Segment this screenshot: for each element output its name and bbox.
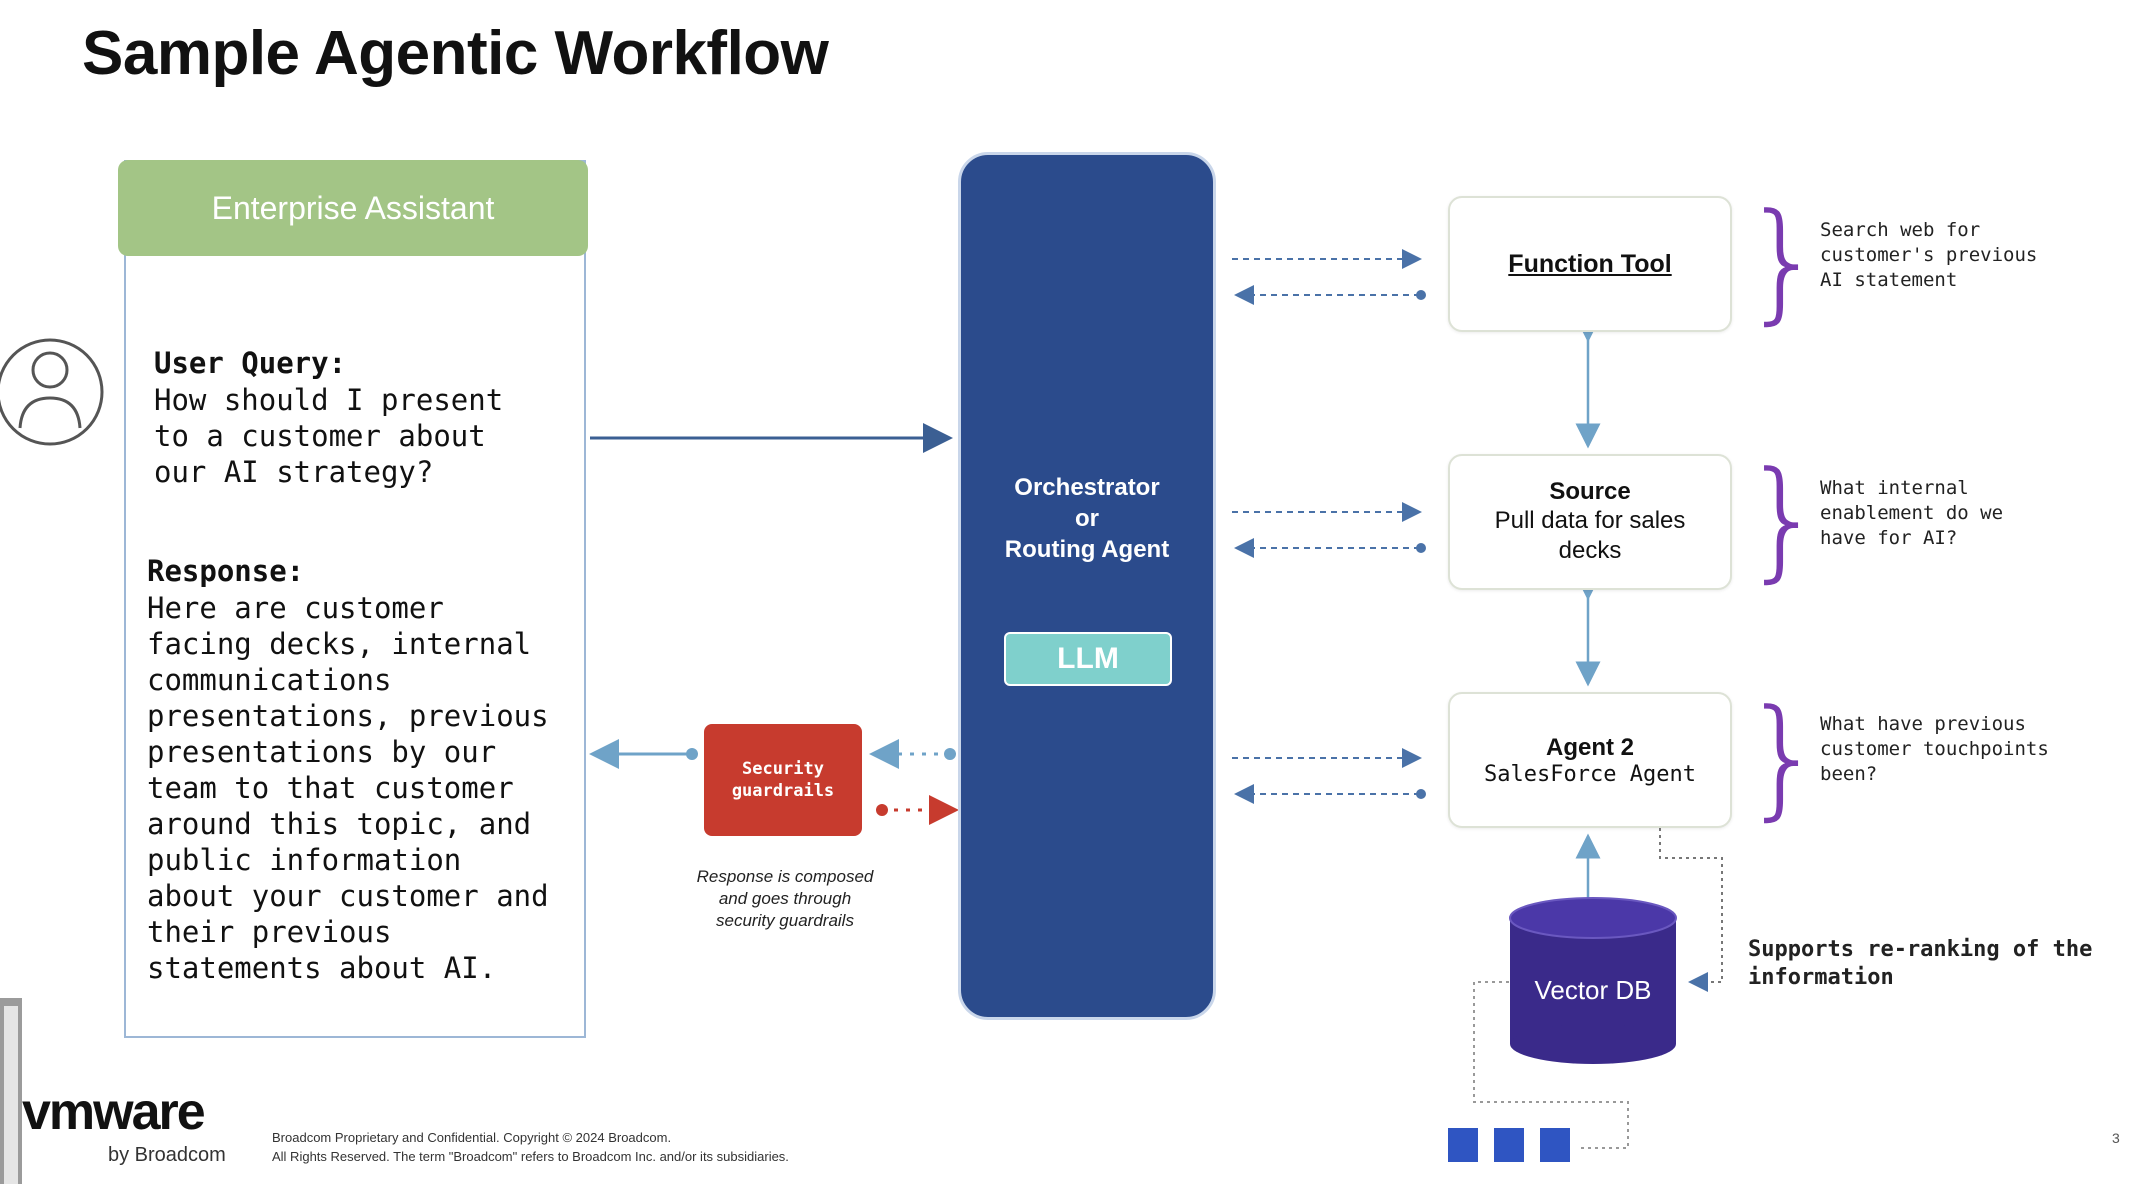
agent2-box: Agent 2 SalesForce Agent xyxy=(1448,692,1732,828)
source-box: Source Pull data for sales decks xyxy=(1448,454,1732,590)
function-to-orch-dot xyxy=(1416,290,1426,300)
user-query-label: User Query: xyxy=(154,346,347,380)
brace-icon-2: } xyxy=(1742,443,1825,595)
documents-loop xyxy=(1473,981,1629,1149)
security-guardrails-box: Security guardrails xyxy=(704,724,862,836)
orch-to-security-dot xyxy=(944,748,956,760)
security-to-orch-dot xyxy=(876,804,888,816)
orchestrator-label: Orchestrator or Routing Agent xyxy=(1004,474,1170,563)
document-stack-icon xyxy=(1448,1128,1570,1162)
note-reranking: Supports re-ranking of the information xyxy=(1748,937,2093,990)
source-to-orch-dot xyxy=(1416,543,1426,553)
note-agent2: What have previous customer touchpoints … xyxy=(1820,713,2049,785)
assistant-panel xyxy=(124,160,586,1038)
brace-icon-3: } xyxy=(1742,681,1825,833)
response-arrow-dot xyxy=(686,748,698,760)
agent2-subtitle: SalesForce Agent xyxy=(1484,761,1696,787)
llm-box: LLM xyxy=(1004,632,1172,686)
response-text: Here are customer facing decks, internal… xyxy=(147,591,549,985)
database-icon xyxy=(1509,897,1677,1064)
broadcom-logo-sub: by Broadcom xyxy=(108,1144,226,1166)
security-caption: Response is composed and goes through se… xyxy=(696,867,874,930)
agent2-title: Agent 2 xyxy=(1545,733,1634,761)
user-query-text: How should I present to a customer about… xyxy=(154,383,504,489)
vmware-logo: vmware xyxy=(22,1083,206,1141)
function-tool-label: Function Tool xyxy=(1508,249,1672,278)
page-number: 3 xyxy=(2112,1130,2120,1146)
reranking-loop xyxy=(1659,828,1723,992)
response-label: Response: xyxy=(147,554,305,588)
note-source: What internal enablement do we have for … xyxy=(1820,477,2004,549)
agent2-to-orch-dot xyxy=(1416,789,1426,799)
vector-db-label: Vector DB xyxy=(1534,975,1652,1005)
user-avatar-icon xyxy=(0,338,104,446)
function-tool-box: Function Tool xyxy=(1448,196,1732,332)
assistant-header: Enterprise Assistant xyxy=(118,160,588,256)
source-title: Source xyxy=(1549,478,1631,505)
footer-legal-text: Broadcom Proprietary and Confidential. C… xyxy=(272,1130,789,1164)
note-function-tool: Search web for customer's previous AI st… xyxy=(1820,219,2038,291)
brace-icon-1: } xyxy=(1742,185,1825,337)
slide-title: Sample Agentic Workflow xyxy=(82,19,829,88)
source-subtitle: Pull data for sales decks xyxy=(1494,507,1686,564)
left-edge-bar-inner xyxy=(4,1006,18,1184)
orchestrator-block xyxy=(958,152,1216,1020)
